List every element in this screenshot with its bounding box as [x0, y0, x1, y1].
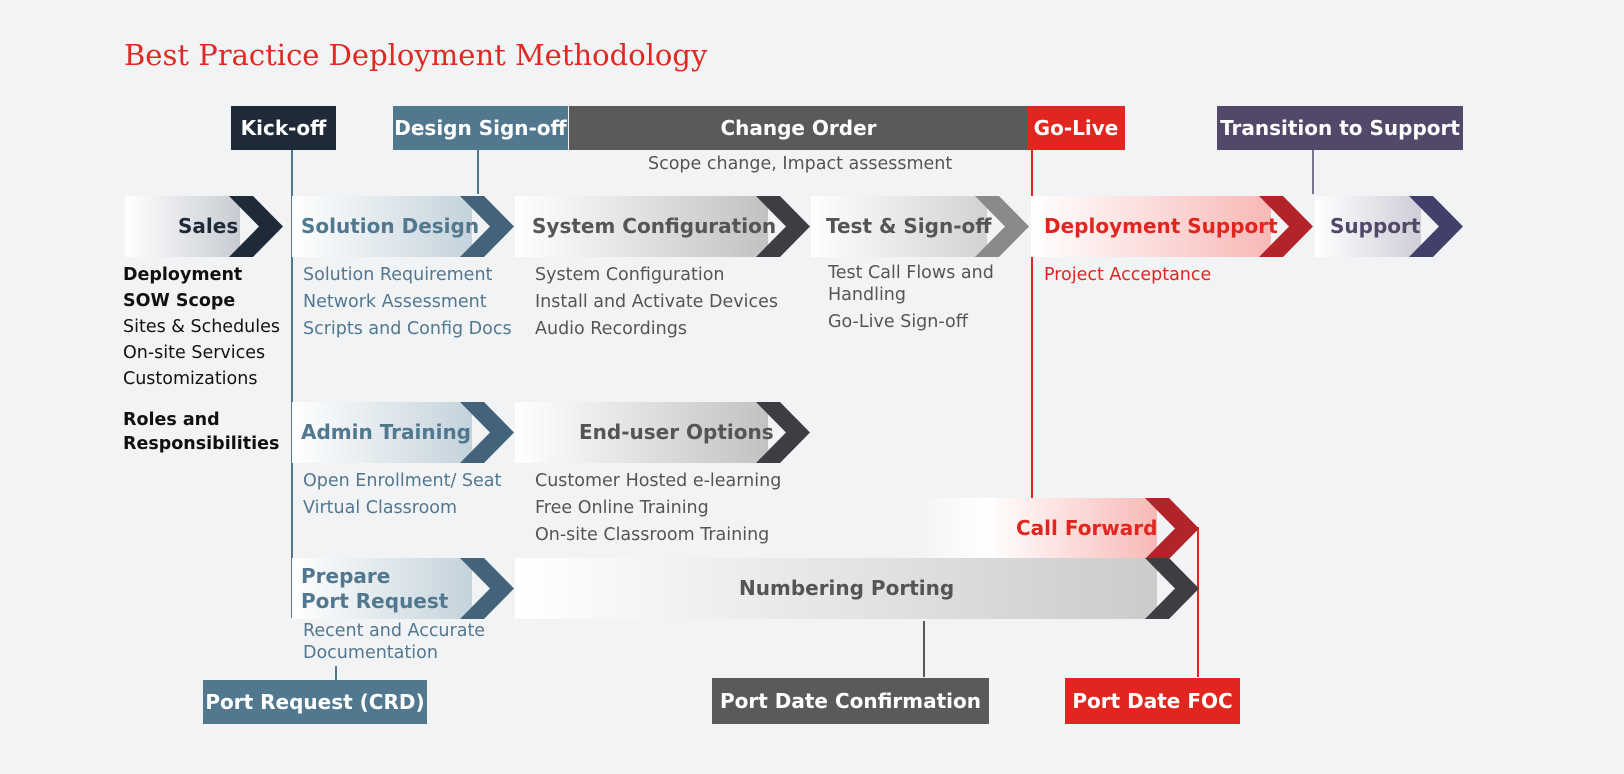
enduser-options-items: Customer Hosted e-learning Free Online T… — [535, 468, 781, 549]
port-request-milestone: Port Request (CRD) — [203, 680, 427, 724]
design-signoff-connector — [477, 148, 479, 194]
solution-design-items: Solution Requirement Network Assessment … — [303, 262, 512, 343]
system-configuration-label: System Configuration — [532, 214, 777, 238]
prepare-port-request-items: Recent and Accurate Documentation — [303, 620, 485, 664]
solution-design-phase: Solution Design — [292, 196, 514, 257]
deployment-scope-heading-line2: SOW Scope — [123, 291, 236, 311]
design-signoff-label: Design Sign-off — [394, 116, 567, 140]
prepare-port-request-label-line1: Prepare — [301, 563, 391, 588]
sales-item: Customizations — [123, 369, 258, 389]
system-configuration-phase: System Configuration — [515, 196, 810, 257]
system-configuration-items: System Configuration Install and Activat… — [535, 262, 778, 343]
sales-phase: Sales — [125, 196, 283, 257]
deployment-support-label: Deployment Support — [1044, 214, 1278, 238]
admin-training-items: Open Enrollment/ Seat Virtual Classroom — [303, 468, 501, 522]
deployment-support-items: Project Acceptance — [1044, 262, 1211, 289]
prepare-port-request-item-line2: Documentation — [303, 643, 438, 663]
prepare-port-request-phase: Prepare Port Request — [292, 558, 514, 619]
admin-training-item: Virtual Classroom — [303, 498, 458, 518]
sales-item: Sites & Schedules — [123, 317, 281, 337]
numbering-porting-label: Numbering Porting — [739, 576, 955, 600]
deployment-scope-heading-line1: Deployment — [123, 265, 243, 285]
roles-heading-line1: Roles and — [123, 410, 220, 430]
prepare-port-request-label: Prepare Port Request — [301, 558, 448, 619]
kickoff-connector — [291, 148, 293, 618]
solution-design-item: Solution Requirement — [303, 265, 493, 285]
solution-design-label: Solution Design — [301, 214, 480, 238]
transition-to-support-milestone: Transition to Support — [1217, 106, 1463, 150]
roles-heading-line2: Responsibilities — [123, 434, 280, 454]
test-signoff-item-line1: Test Call Flows and — [828, 263, 994, 283]
sales-items: Deployment SOW Scope Sites & Schedules O… — [123, 262, 280, 392]
sales-label: Sales — [178, 214, 239, 238]
enduser-options-item: On-site Classroom Training — [535, 525, 770, 545]
roles-heading: Roles and Responsibilities — [123, 408, 279, 456]
design-signoff-milestone: Design Sign-off — [393, 106, 568, 150]
admin-training-label: Admin Training — [301, 420, 471, 444]
call-forward-label: Call Forward — [1016, 516, 1158, 540]
prepare-port-request-item-line1: Recent and Accurate — [303, 621, 486, 641]
enduser-options-phase: End-user Options — [515, 402, 810, 463]
system-configuration-item: Audio Recordings — [535, 319, 687, 339]
golive-connector — [1031, 148, 1033, 500]
port-date-foc-connector — [1197, 527, 1199, 677]
sales-item: On-site Services — [123, 343, 266, 363]
port-date-confirmation-milestone: Port Date Confirmation — [712, 678, 989, 724]
test-signoff-phase: Test & Sign-off — [811, 196, 1029, 257]
support-phase: Support — [1315, 196, 1463, 257]
kickoff-milestone: Kick-off — [231, 106, 336, 150]
call-forward-phase: Call Forward — [915, 498, 1199, 559]
kickoff-label: Kick-off — [240, 116, 327, 140]
port-date-confirmation-connector — [923, 621, 925, 677]
prepare-port-request-label-line2: Port Request — [301, 588, 449, 613]
change-order-label: Change Order — [720, 116, 877, 140]
change-order-bar: Change Order — [569, 106, 1028, 150]
golive-label: Go-Live — [1033, 116, 1119, 140]
numbering-porting-phase: Numbering Porting — [515, 558, 1199, 619]
test-signoff-label: Test & Sign-off — [826, 214, 992, 238]
port-request-connector — [335, 666, 337, 680]
test-signoff-items: Test Call Flows and Handling Go-Live Sig… — [828, 262, 994, 333]
solution-design-item: Network Assessment — [303, 292, 487, 312]
deployment-support-phase: Deployment Support — [1031, 196, 1313, 257]
page-title: Best Practice Deployment Methodology — [124, 38, 708, 72]
support-label: Support — [1330, 214, 1421, 238]
test-signoff-item-line2: Handling — [828, 285, 907, 305]
enduser-options-item: Customer Hosted e-learning — [535, 471, 782, 491]
test-signoff-item-line3: Go-Live Sign-off — [828, 312, 968, 332]
system-configuration-item: System Configuration — [535, 265, 725, 285]
change-order-note: Scope change, Impact assessment — [648, 154, 953, 174]
port-request-label: Port Request (CRD) — [205, 690, 425, 714]
deployment-support-item: Project Acceptance — [1044, 265, 1212, 285]
port-date-foc-label: Port Date FOC — [1072, 689, 1233, 713]
transition-connector — [1312, 148, 1314, 194]
transition-to-support-label: Transition to Support — [1220, 116, 1460, 140]
port-date-foc-milestone: Port Date FOC — [1065, 678, 1240, 724]
system-configuration-item: Install and Activate Devices — [535, 292, 778, 312]
enduser-options-label: End-user Options — [579, 420, 774, 444]
port-date-confirmation-label: Port Date Confirmation — [719, 689, 982, 713]
admin-training-phase: Admin Training — [292, 402, 514, 463]
solution-design-item: Scripts and Config Docs — [303, 319, 512, 339]
enduser-options-item: Free Online Training — [535, 498, 709, 518]
admin-training-item: Open Enrollment/ Seat — [303, 471, 502, 491]
golive-milestone: Go-Live — [1027, 106, 1125, 150]
